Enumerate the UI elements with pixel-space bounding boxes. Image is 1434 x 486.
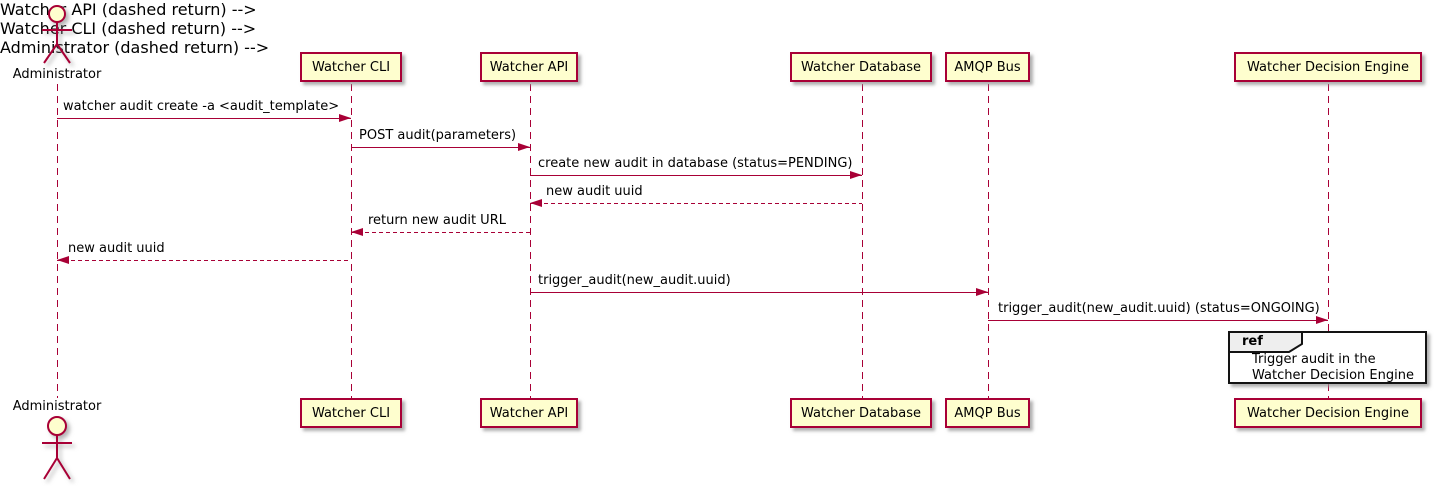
participant-label: Watcher Database	[801, 405, 921, 421]
participant-amqp-bus-bottom: AMQP Bus	[945, 398, 1030, 428]
participant-label: Watcher Database	[801, 59, 921, 75]
message-line	[530, 175, 862, 176]
actor-label-administrator-bottom: Administrator	[12, 399, 102, 414]
arrowhead-left-icon	[351, 228, 363, 236]
ref-keyword: ref	[1242, 334, 1263, 349]
actor-label-administrator-top: Administrator	[12, 67, 102, 82]
message-label: new audit uuid	[546, 184, 643, 199]
message-label: new audit uuid	[68, 241, 165, 256]
participant-watcher-cli-top: Watcher CLI	[300, 52, 402, 82]
participant-watcher-database-bottom: Watcher Database	[790, 398, 932, 428]
lifeline-amqp-bus	[988, 84, 989, 398]
participant-label: Watcher Decision Engine	[1247, 59, 1409, 75]
arrowhead-left-icon	[530, 199, 542, 207]
actor-icon	[42, 5, 72, 64]
message-label: create new audit in database (status=PEN…	[538, 156, 853, 171]
ref-text-line: Trigger audit in the	[1252, 352, 1376, 367]
participant-watcher-cli-bottom: Watcher CLI	[300, 398, 402, 428]
participant-watcher-database-top: Watcher Database	[790, 52, 932, 82]
lifeline-watcher-database	[862, 84, 863, 398]
participant-label: Watcher CLI	[311, 405, 391, 421]
ref-text-line: Watcher Decision Engine	[1252, 368, 1414, 383]
message-label: trigger_audit(new_audit.uuid) (status=ON…	[998, 301, 1320, 316]
arrowhead-right-icon	[976, 288, 988, 296]
ref-pentagon-icon	[1228, 331, 1303, 353]
lifeline-administrator	[57, 84, 58, 398]
arrowhead-right-icon	[518, 143, 530, 151]
arrowhead-right-icon	[850, 171, 862, 179]
ref-fragment: ref Trigger audit in the Watcher Decisio…	[1228, 331, 1427, 384]
lifeline-watcher-api	[530, 84, 531, 398]
participant-label: Watcher Decision Engine	[1247, 405, 1409, 421]
message-label: return new audit URL	[368, 213, 506, 228]
participant-watcher-api-bottom: Watcher API	[480, 398, 578, 428]
participant-label: AMQP Bus	[954, 405, 1021, 421]
arrowhead-right-icon	[339, 114, 351, 122]
message-label: trigger_audit(new_audit.uuid)	[538, 273, 731, 288]
message-line	[530, 203, 862, 204]
participant-label: Watcher API	[489, 405, 569, 421]
participant-watcher-decision-engine-bottom: Watcher Decision Engine	[1234, 398, 1422, 428]
participant-label: Watcher API	[489, 59, 569, 75]
message-line	[351, 147, 530, 148]
message-line	[351, 232, 530, 233]
arrowhead-left-icon	[57, 256, 69, 264]
lifeline-watcher-decision-engine	[1328, 84, 1329, 398]
lifeline-watcher-cli	[351, 84, 352, 398]
participant-amqp-bus-top: AMQP Bus	[945, 52, 1030, 82]
participant-label: AMQP Bus	[954, 59, 1021, 75]
participant-watcher-decision-engine-top: Watcher Decision Engine	[1234, 52, 1422, 82]
message-label: watcher audit create -a <audit_template>	[63, 99, 340, 114]
message-line	[57, 260, 351, 261]
participant-watcher-api-top: Watcher API	[480, 52, 578, 82]
participant-label: Watcher CLI	[311, 59, 391, 75]
message-label: POST audit(parameters)	[359, 128, 517, 143]
message-line	[988, 320, 1328, 321]
message-line	[530, 292, 988, 293]
arrowhead-right-icon	[1316, 316, 1328, 324]
message-line	[57, 118, 351, 119]
actor-icon	[42, 416, 72, 480]
